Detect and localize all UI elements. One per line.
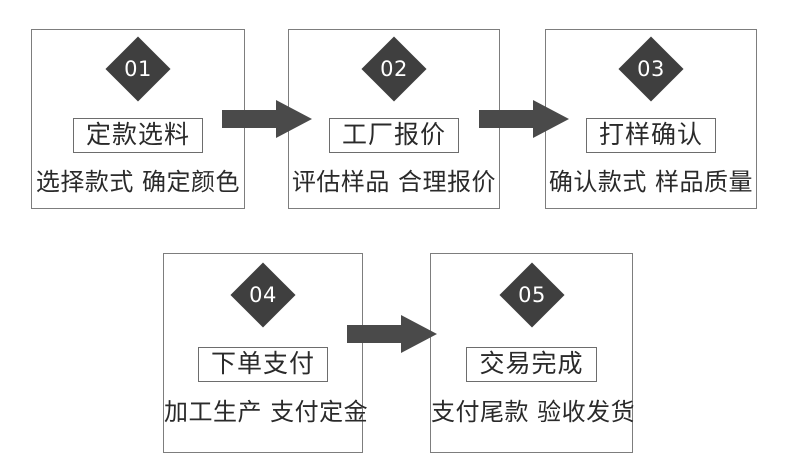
step-title-container-01: 定款选料 xyxy=(32,118,244,153)
step-number-label-01: 01 xyxy=(124,57,152,81)
process-step-05[interactable]: 05 交易完成 支付尾款 验收发货 xyxy=(430,253,636,453)
process-step-01[interactable]: 01 定款选料 选择款式 确定颜色 xyxy=(31,29,245,209)
step-title-container-03: 打样确认 xyxy=(546,118,756,153)
step-subtitle-02: 评估样品 合理报价 xyxy=(291,168,497,196)
step-title-01: 定款选料 xyxy=(72,118,203,153)
step-title-02: 工厂报价 xyxy=(328,118,459,153)
step-number-diamond-05: 05 xyxy=(498,262,565,328)
step-title-05: 交易完成 xyxy=(466,347,597,382)
step-subtitle-01: 选择款式 确定颜色 xyxy=(35,168,241,196)
step-title-container-04: 下单支付 xyxy=(164,347,362,382)
process-flow-diagram: 01 定款选料 选择款式 确定颜色 02 工厂报价 评估样品 合理报价 03 打… xyxy=(31,29,757,453)
step-number-diamond-02: 02 xyxy=(361,36,427,102)
step-title-container-02: 工厂报价 xyxy=(289,118,499,153)
arrow-right-icon-01-to-02 xyxy=(222,100,312,138)
step-number-diamond-04: 04 xyxy=(230,262,296,328)
process-step-03[interactable]: 03 打样确认 确认款式 样品质量 xyxy=(545,29,757,209)
step-title-04: 下单支付 xyxy=(197,347,328,382)
step-subtitle-05: 支付尾款 验收发货 xyxy=(431,398,636,426)
step-number-label-02: 02 xyxy=(380,57,408,81)
step-subtitle-04: 加工生产 支付定金 xyxy=(164,398,369,426)
step-number-label-05: 05 xyxy=(517,283,546,307)
step-title-03: 打样确认 xyxy=(585,118,716,153)
step-number-diamond-03: 03 xyxy=(618,36,684,102)
arrow-right-icon-02-to-03 xyxy=(479,100,569,138)
step-subtitle-03: 确认款式 样品质量 xyxy=(548,168,754,196)
arrow-right-icon-04-to-05 xyxy=(347,315,437,353)
step-number-diamond-01: 01 xyxy=(105,36,171,102)
step-number-label-03: 03 xyxy=(637,57,665,81)
process-step-04[interactable]: 04 下单支付 加工生产 支付定金 xyxy=(163,253,369,453)
step-title-container-05: 交易完成 xyxy=(431,347,632,382)
step-number-label-04: 04 xyxy=(249,283,277,307)
process-step-02[interactable]: 02 工厂报价 评估样品 合理报价 xyxy=(288,29,500,209)
